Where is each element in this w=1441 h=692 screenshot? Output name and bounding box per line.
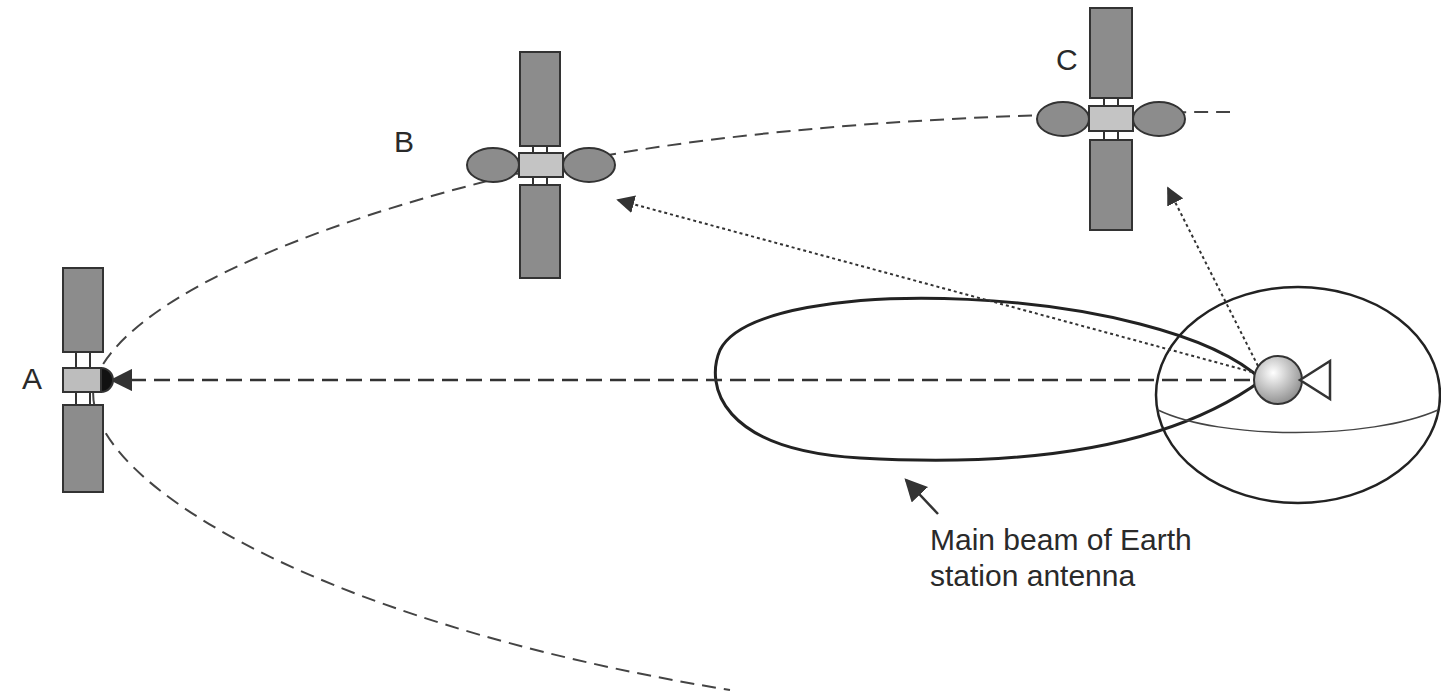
leader-line: [906, 480, 938, 514]
satellite: [467, 52, 615, 278]
interference-path: [1168, 188, 1258, 366]
main-beam-lobe: [715, 298, 1262, 460]
main-beam-path: [112, 379, 1250, 382]
satellite: [1037, 8, 1185, 230]
satellite-label: A: [22, 361, 42, 397]
orbit-path: [93, 112, 1230, 690]
interference-path: [618, 200, 1252, 372]
callout-text: Main beam of Earth station antenna: [930, 522, 1200, 594]
sidelobe-pattern: [1158, 410, 1438, 433]
satellite: [63, 268, 113, 492]
earth-station-antenna: [1254, 356, 1330, 404]
sidelobe-pattern: [1156, 287, 1440, 503]
satellite-label: C: [1056, 42, 1078, 78]
satellite-label: B: [394, 124, 414, 160]
